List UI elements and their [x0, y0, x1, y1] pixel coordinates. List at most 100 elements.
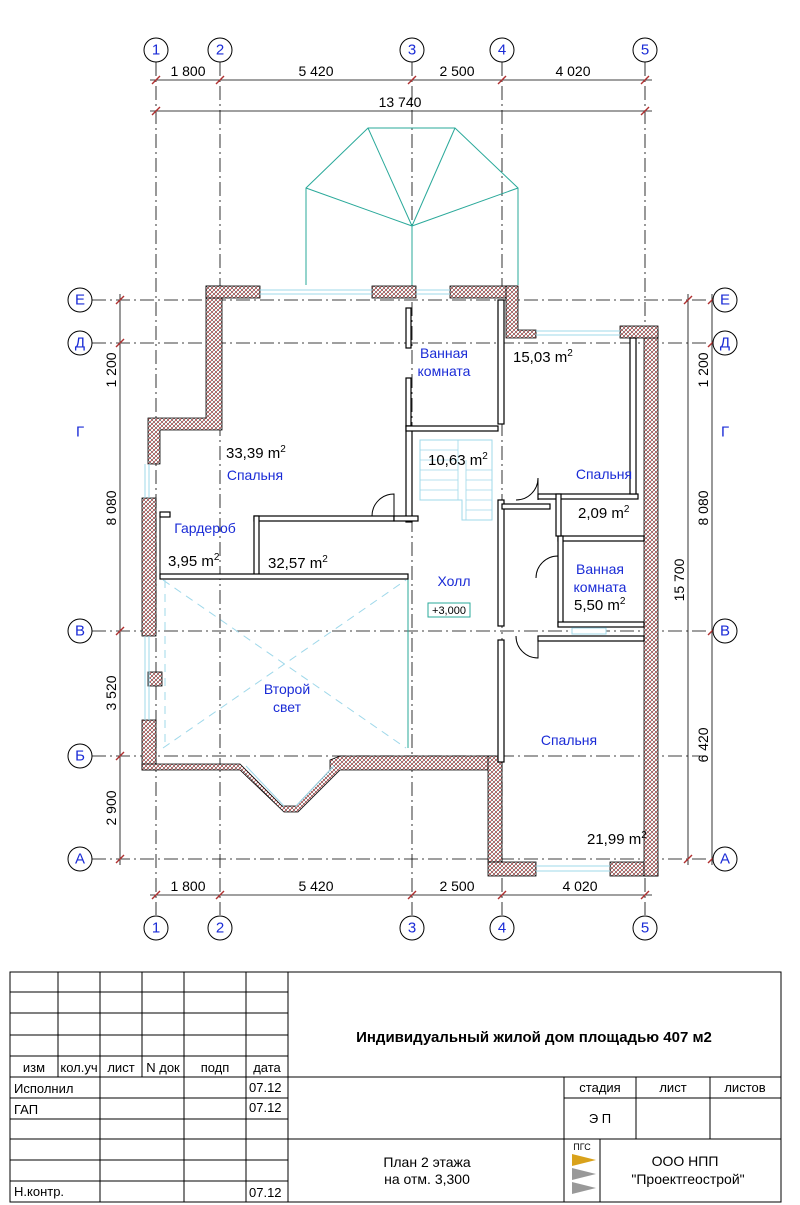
dimension-texts: 1 800 5 420 2 500 4 020 13 740 1 800 5 4… — [103, 63, 711, 894]
axis-label-3-bottom: 3 — [408, 920, 416, 937]
project-title: Индивидуальный жилой дом площадью 407 м2 — [356, 1029, 712, 1046]
axis-label-1-bottom: 1 — [152, 920, 160, 937]
tb-header-kol: кол.уч — [60, 1060, 97, 1075]
tb-sheets-header: листов — [724, 1080, 765, 1095]
axis-bubble-5 — [632, 37, 658, 63]
dim-left-1: 1 200 — [103, 352, 119, 387]
axis-bubble-1 — [143, 37, 169, 63]
tb-stage-header: стадия — [579, 1080, 620, 1095]
axis-label-G-left: Г — [76, 424, 84, 441]
area-33-39: 33,39 m2 — [226, 444, 286, 462]
bedroom2-label: Спальня — [576, 466, 632, 482]
second-light-label-1: Второй — [264, 681, 310, 697]
outer-walls — [141, 285, 659, 877]
dim-top-overall: 13 740 — [379, 94, 422, 110]
tb-header-izm: изм — [23, 1060, 45, 1075]
dim-top-3: 2 500 — [439, 63, 474, 79]
inner-walls — [159, 299, 645, 763]
drawing-title-1: План 2 этажа — [383, 1154, 471, 1170]
axis-label-A-left: А — [75, 851, 85, 868]
area-2-09: 2,09 m2 — [578, 504, 630, 522]
grid-lines — [92, 62, 710, 915]
dim-right-3: 6 420 — [695, 727, 711, 762]
dim-top-4: 4 020 — [555, 63, 590, 79]
bedroom3-label: Спальня — [541, 732, 597, 748]
area-10-63: 10,63 m2 — [428, 451, 488, 469]
area-3-95: 3,95 m2 — [168, 552, 220, 570]
title-block: изм кол.уч лист N док подп дата Исполнил… — [9, 971, 782, 1203]
tb-role-1: Исполнил — [14, 1081, 73, 1096]
level-mark: +3,000 — [432, 605, 466, 617]
bath2-label-1: Ванная — [576, 561, 624, 577]
tb-header-list: лист — [107, 1060, 134, 1075]
staircase — [419, 439, 493, 521]
axis-label-1: 1 — [152, 42, 160, 59]
axis-label-V-right: В — [720, 623, 730, 640]
dim-right-2: 8 080 — [695, 490, 711, 525]
axis-label-D-left: Д — [75, 335, 85, 352]
tb-header-data: дата — [253, 1060, 281, 1075]
axis-label-E-left: Е — [75, 292, 85, 309]
dim-top-2: 5 420 — [298, 63, 333, 79]
axis-markers-top: 1 2 3 4 5 — [143, 37, 658, 63]
bath2-label-2: комната — [574, 579, 627, 595]
tb-role-2: ГАП — [14, 1102, 38, 1117]
bath-window — [571, 627, 607, 635]
second-light-void — [162, 577, 409, 749]
axis-bubble-2 — [207, 37, 233, 63]
area-15-03: 15,03 m2 — [513, 348, 573, 366]
area-21-99: 21,99 m2 — [587, 830, 647, 848]
doors — [159, 477, 559, 659]
axis-label-E-right: Е — [720, 292, 730, 309]
dim-right-overall: 15 700 — [671, 558, 687, 601]
dimension-lines — [115, 75, 717, 900]
logo-text: ПГС — [573, 1142, 591, 1152]
axis-label-V-left: В — [75, 623, 85, 640]
axis-label-4-bottom: 4 — [498, 920, 506, 937]
axis-label-B-left: Б — [75, 748, 85, 765]
dim-bottom-3: 2 500 — [439, 878, 474, 894]
axis-label-5: 5 — [641, 42, 649, 59]
dim-left-2: 8 080 — [103, 490, 119, 525]
hall-label: Холл — [438, 573, 471, 589]
area-32-57: 32,57 m2 — [268, 554, 328, 572]
axis-bubble-3 — [399, 37, 425, 63]
axis-label-2: 2 — [216, 42, 224, 59]
tb-sheet-header: лист — [659, 1080, 686, 1095]
area-5-50: 5,50 m2 — [574, 596, 626, 614]
tb-header-podp: подп — [201, 1060, 230, 1075]
dim-bottom-4: 4 020 — [562, 878, 597, 894]
axis-markers-left: Е Д Г В Б А — [67, 287, 93, 872]
company-name-2: "Проектгеострой" — [631, 1171, 744, 1187]
bedroom1-label: Спальня — [227, 467, 283, 483]
axis-bubble-4 — [489, 37, 515, 63]
room-labels: Ванная комната 15,03 m2 33,39 m2 Спальня… — [168, 345, 647, 848]
dim-top-1: 1 800 — [170, 63, 205, 79]
second-light-label-2: свет — [273, 699, 302, 715]
roof-projection — [305, 127, 519, 285]
tb-role-3: Н.контр. — [14, 1184, 64, 1199]
tb-header-ndok: N док — [146, 1060, 180, 1075]
tb-role-3-date: 07.12 — [249, 1185, 282, 1200]
axis-label-2-bottom: 2 — [216, 920, 224, 937]
company-logo: ПГС — [572, 1142, 596, 1194]
dim-left-4: 2 900 — [103, 790, 119, 825]
axis-label-5-bottom: 5 — [641, 920, 649, 937]
dim-bottom-1: 1 800 — [170, 878, 205, 894]
tb-stage-value: Э П — [589, 1111, 611, 1126]
dim-left-3: 3 520 — [103, 675, 119, 710]
axis-markers-bottom: 1 2 3 4 5 — [143, 915, 658, 941]
level-mark-box — [427, 602, 471, 618]
tb-role-2-date: 07.12 — [249, 1100, 282, 1115]
bath1-label-2: комната — [418, 363, 471, 379]
dim-bottom-2: 5 420 — [298, 878, 333, 894]
bath1-label-1: Ванная — [420, 345, 468, 361]
axis-label-D-right: Д — [720, 335, 730, 352]
axis-label-G-right: Г — [721, 424, 729, 441]
tb-role-1-date: 07.12 — [249, 1080, 282, 1095]
axis-markers-right: Е Д Г В А — [712, 287, 738, 872]
company-name-1: ООО НПП — [652, 1153, 719, 1169]
axis-label-4: 4 — [498, 42, 506, 59]
wardrobe-label: Гардероб — [174, 520, 236, 536]
